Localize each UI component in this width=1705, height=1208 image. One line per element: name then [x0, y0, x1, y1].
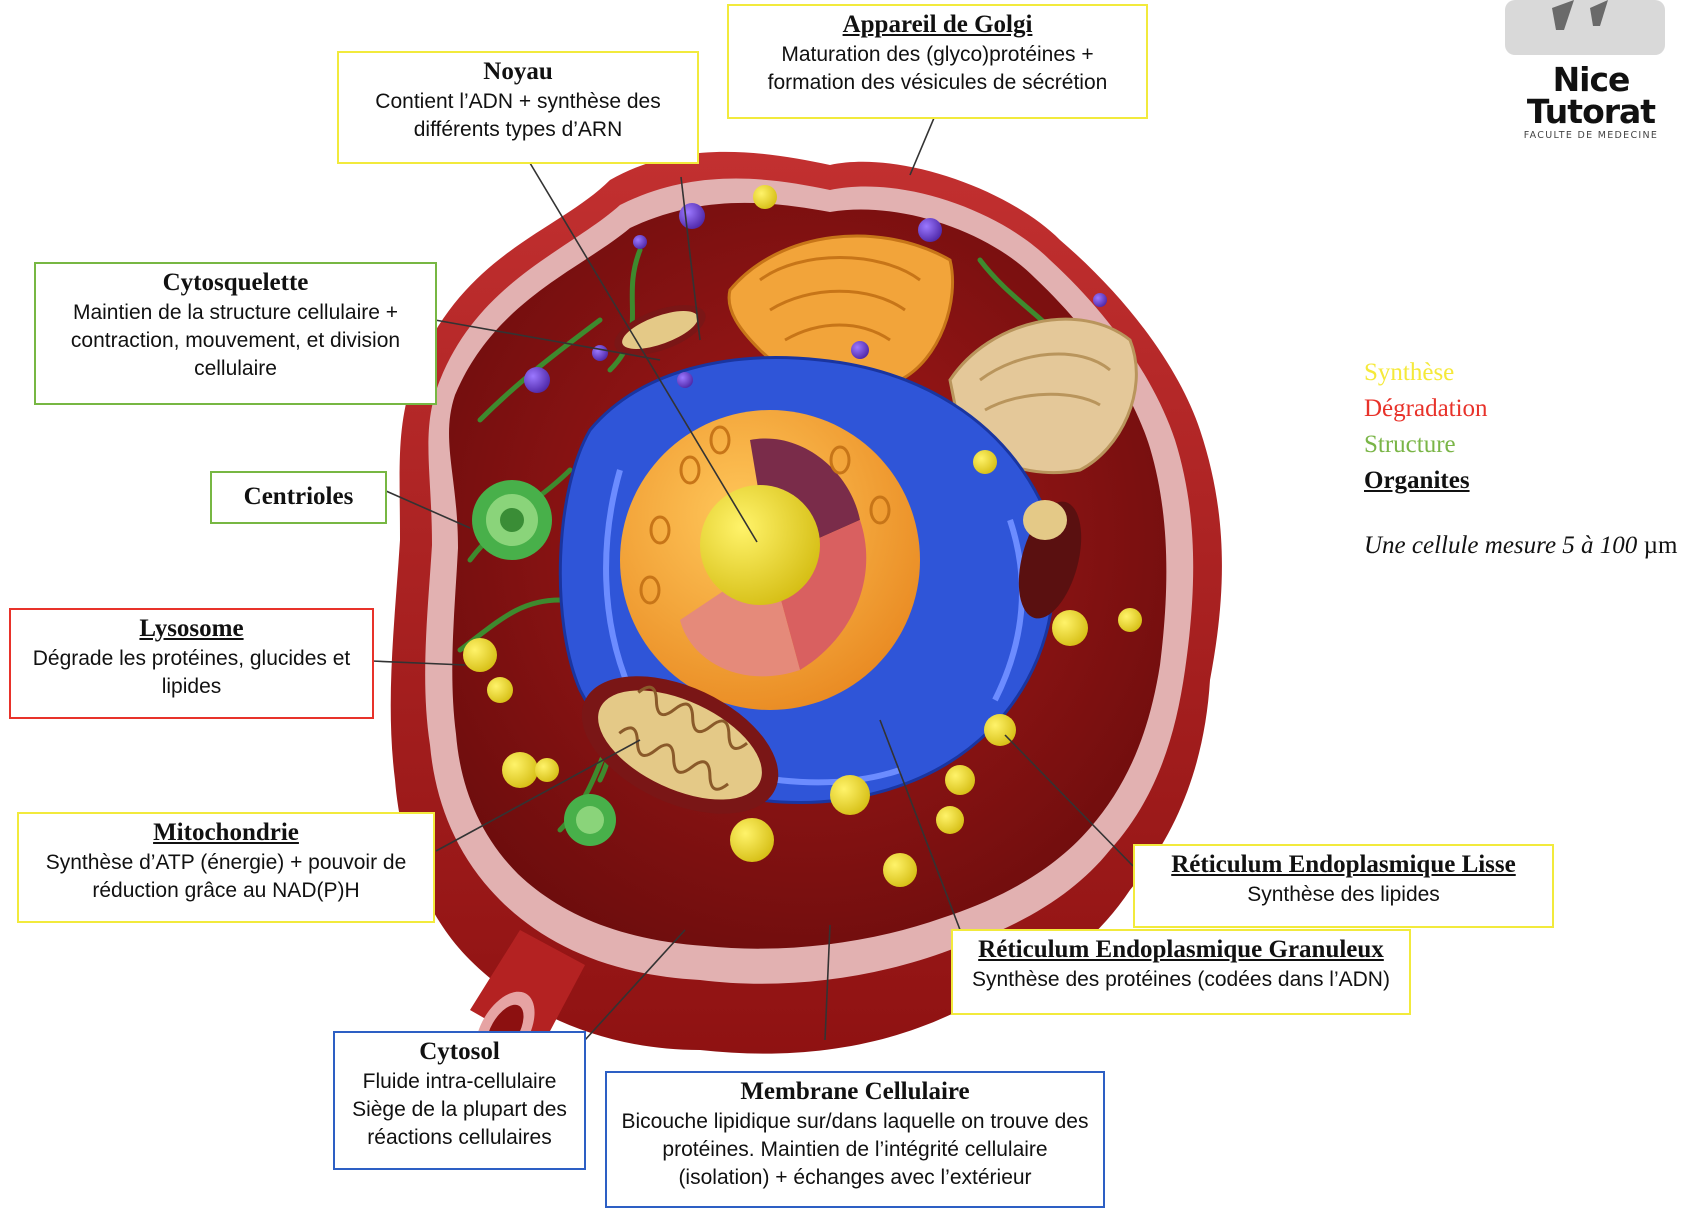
callout-rel: Réticulum Endoplasmique Lisse Synthèse d… — [1133, 844, 1554, 928]
scale-note: Une cellule mesure 5 à 100 µm — [1364, 532, 1677, 560]
legend-synthese: Synthèse — [1364, 355, 1488, 391]
callout-text: Synthèse des protéines (codées dans l’AD… — [961, 966, 1401, 994]
callout-text-line2: Siège de la plupart des réactions cellul… — [343, 1096, 576, 1152]
logo: Nice Tutorat FACULTE DE MEDECINE — [1502, 64, 1680, 141]
callout-mitochondrie: Mitochondrie Synthèse d’ATP (énergie) + … — [17, 812, 435, 923]
callout-title: Noyau — [347, 57, 689, 87]
callout-title: Réticulum Endoplasmique Lisse — [1143, 850, 1544, 880]
callout-reg: Réticulum Endoplasmique Granuleux Synthè… — [951, 929, 1411, 1015]
callout-membrane: Membrane Cellulaire Bicouche lipidique s… — [605, 1071, 1105, 1208]
callout-title: Membrane Cellulaire — [615, 1077, 1095, 1107]
legend-organites: Organites — [1364, 463, 1488, 499]
callout-title: Lysosome — [19, 614, 364, 644]
scale-note-unit: µm — [1644, 532, 1678, 559]
callout-cytosquelette: Cytosquelette Maintien de la structure c… — [34, 262, 437, 405]
nucleus-shape — [620, 410, 920, 710]
legend-structure: Structure — [1364, 427, 1488, 463]
callout-text: Contient l’ADN + synthèse des différents… — [347, 88, 689, 144]
logo-name: Nice Tutorat — [1502, 64, 1680, 128]
scale-note-text: Une cellule mesure 5 à 100 — [1364, 532, 1644, 559]
callout-text: Bicouche lipidique sur/dans laquelle on … — [615, 1108, 1095, 1192]
callout-title: Réticulum Endoplasmique Granuleux — [961, 935, 1401, 965]
legend: Synthèse Dégradation Structure Organites — [1364, 355, 1488, 499]
callout-title: Appareil de Golgi — [737, 10, 1138, 40]
callout-text: Synthèse des lipides — [1143, 881, 1544, 909]
callout-text: Maintien de la structure cellulaire + co… — [44, 299, 427, 383]
callout-title: Centrioles — [220, 477, 377, 517]
callout-cytosol: Cytosol Fluide intra-cellulaire Siège de… — [333, 1031, 586, 1170]
callout-noyau: Noyau Contient l’ADN + synthèse des diff… — [337, 51, 699, 164]
callout-text-line1: Fluide intra-cellulaire — [343, 1068, 576, 1096]
callout-title: Mitochondrie — [27, 818, 425, 848]
callout-text: Dégrade les protéines, glucides et lipid… — [19, 645, 364, 701]
callout-centrioles: Centrioles — [210, 471, 387, 524]
callout-golgi: Appareil de Golgi Maturation des (glyco)… — [727, 4, 1148, 119]
callout-text: Maturation des (glyco)protéines + format… — [737, 41, 1138, 97]
logo-subtitle: FACULTE DE MEDECINE — [1502, 130, 1680, 141]
logo-icon — [1505, 0, 1665, 55]
legend-degradation: Dégradation — [1364, 391, 1488, 427]
callout-title: Cytosol — [343, 1037, 576, 1067]
callout-text: Synthèse d’ATP (énergie) + pouvoir de ré… — [27, 849, 425, 905]
callout-title: Cytosquelette — [44, 268, 427, 298]
callout-lysosome: Lysosome Dégrade les protéines, glucides… — [9, 608, 374, 719]
